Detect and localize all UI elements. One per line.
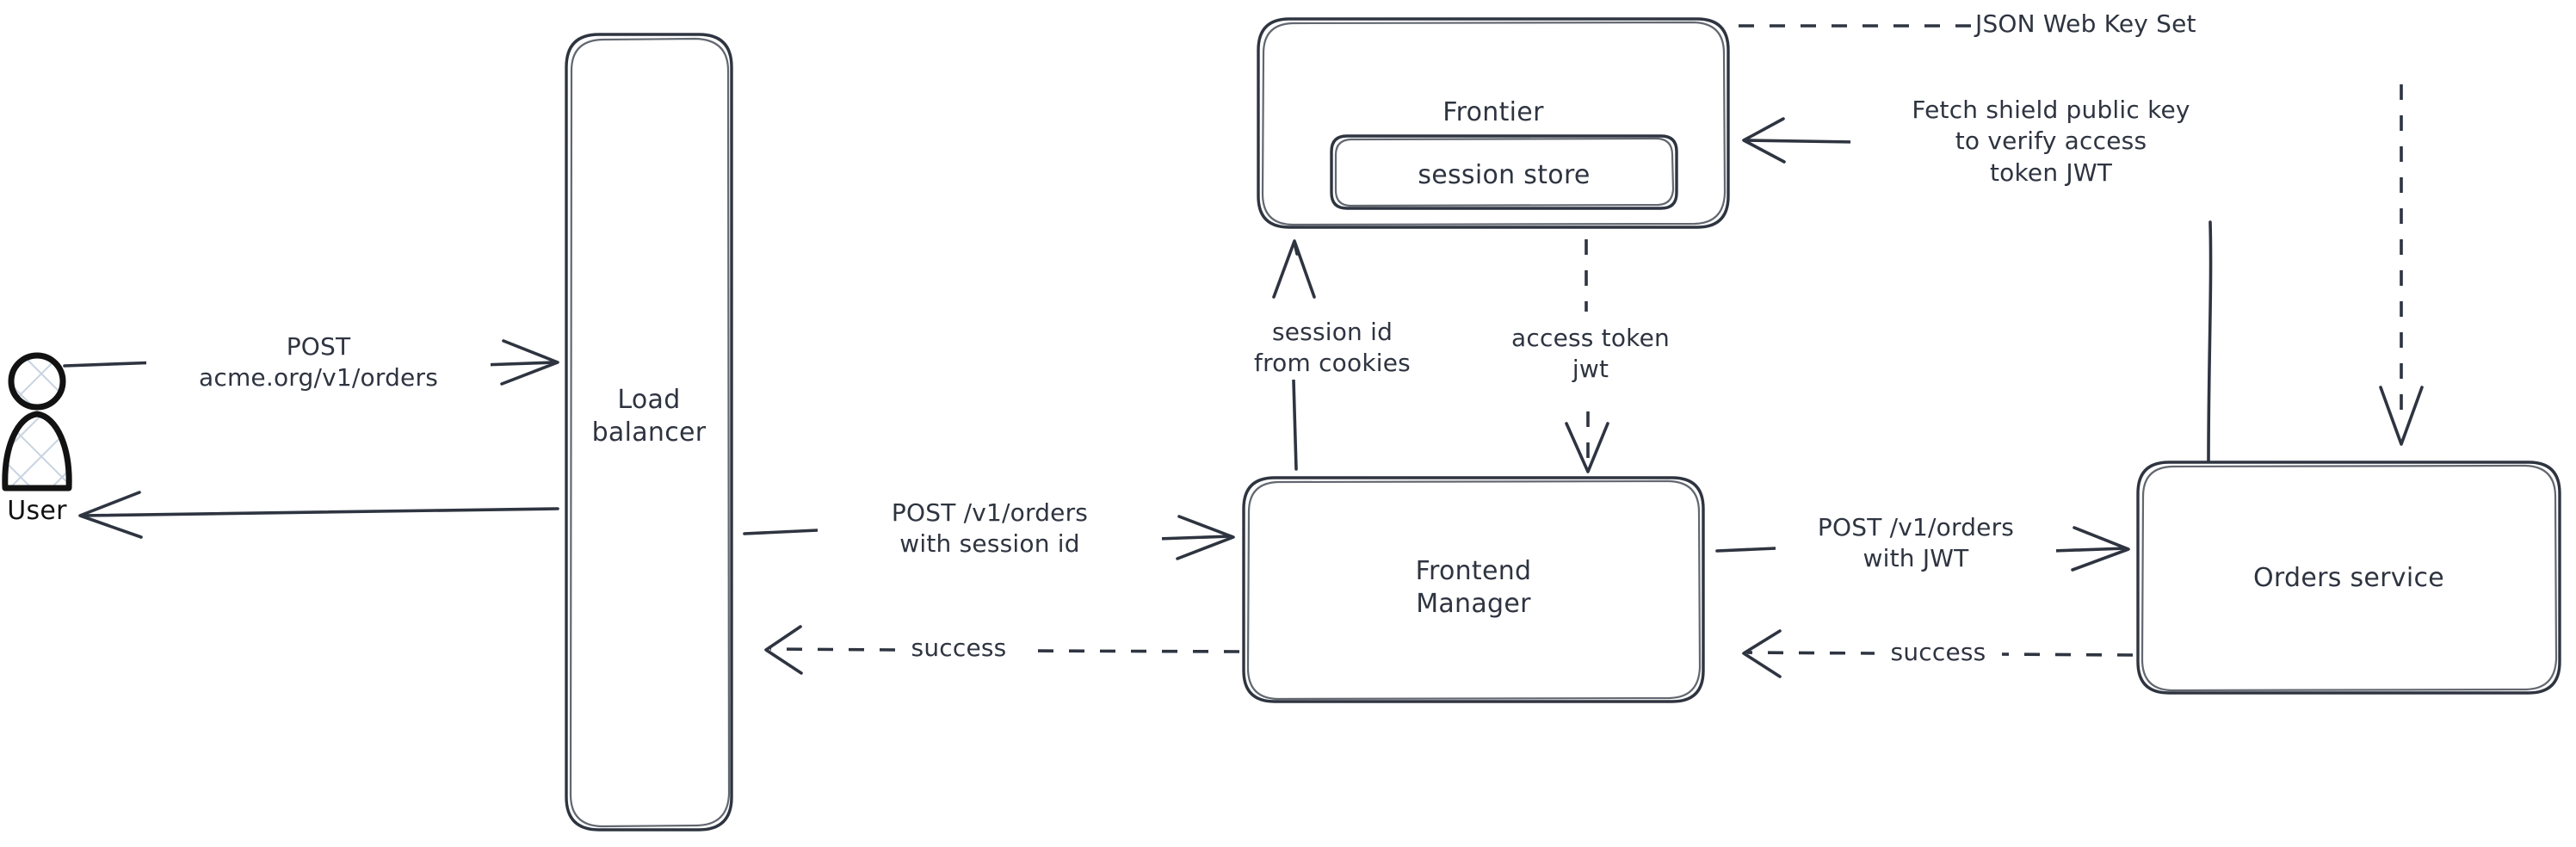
edge-frontier-to-orders-service-jwks (1739, 24, 2424, 446)
node-orders-service[interactable] (2136, 461, 2561, 695)
edge-orders-service-to-frontier (1742, 117, 2213, 463)
edge-frontier-to-frontend-manager (1565, 239, 1609, 473)
edge-orders-service-to-frontend-manager-success (1742, 629, 2134, 678)
edge-frontend-manager-to-frontier (1272, 239, 1316, 471)
user-actor-icon (2, 352, 72, 492)
node-load-balancer[interactable] (565, 33, 733, 832)
edge-frontend-manager-to-load-balancer-success (764, 625, 1240, 675)
edge-load-balancer-to-user (78, 491, 559, 539)
node-session-store[interactable] (1330, 134, 1678, 210)
actor-label-user: User (7, 496, 67, 526)
edge-load-balancer-to-frontend-manager (743, 515, 1235, 560)
node-frontier[interactable] (1257, 17, 1730, 229)
node-frontend-manager[interactable] (1242, 476, 1705, 703)
edge-frontend-manager-to-orders-service (1715, 526, 2130, 572)
edge-user-to-load-balancer (63, 339, 559, 386)
